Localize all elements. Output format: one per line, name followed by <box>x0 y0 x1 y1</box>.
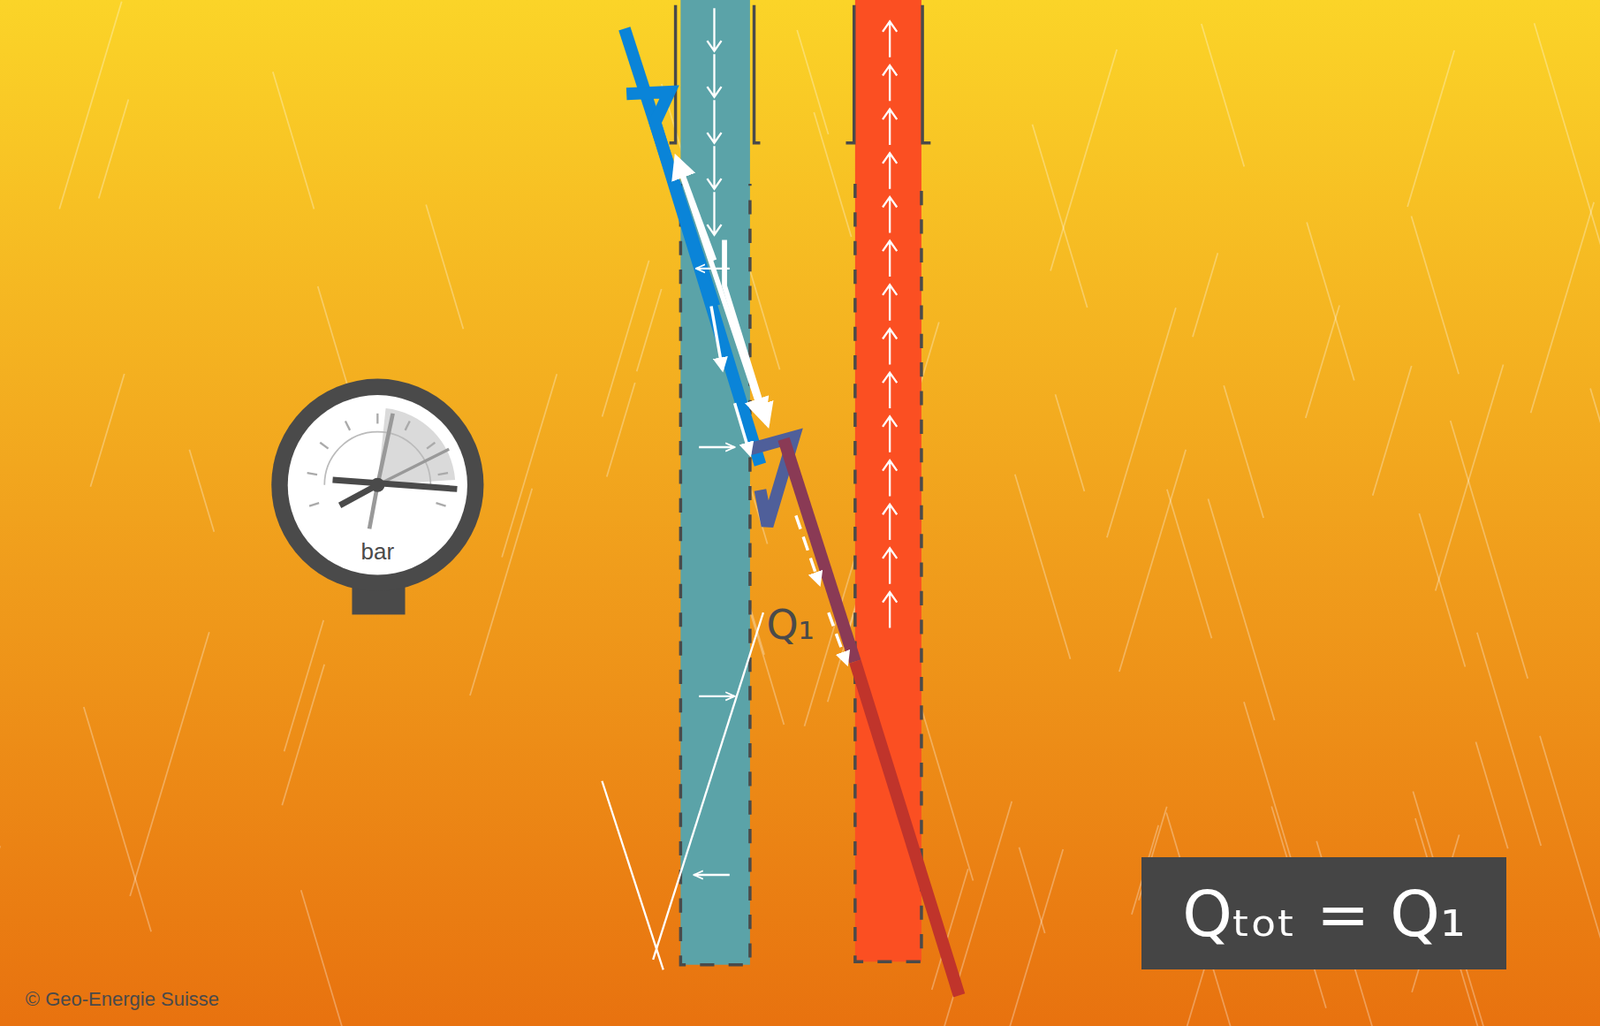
flow-arrow <box>706 145 721 190</box>
gauge-tick <box>309 502 319 506</box>
gauge-tick <box>319 442 328 449</box>
texture-line <box>301 889 361 1026</box>
production-casing <box>845 5 931 962</box>
texture-line <box>1435 363 1504 591</box>
flow-arrow <box>882 504 897 540</box>
texture-line <box>470 488 532 696</box>
gauge-tick <box>426 442 435 449</box>
flow-arrow <box>882 152 897 189</box>
texture-line <box>1018 847 1045 933</box>
gauge-tick <box>376 413 379 425</box>
flow-arrow <box>882 65 897 101</box>
texture-line <box>1167 489 1213 639</box>
texture-line <box>83 706 152 932</box>
texture-line <box>796 30 828 135</box>
texture-line <box>1119 449 1186 672</box>
texture-line <box>1007 849 1063 1026</box>
gauge-tick <box>438 472 448 475</box>
flow-arrow <box>882 284 897 320</box>
texture-line <box>636 288 662 372</box>
texture-line <box>1534 22 1600 260</box>
node-text: bar <box>361 539 395 563</box>
texture-line <box>606 382 636 478</box>
flow-arrow <box>882 328 897 364</box>
gauge-tick <box>345 421 350 431</box>
texture-line <box>189 449 214 532</box>
texture-line <box>1192 252 1218 337</box>
texture-line <box>425 204 463 330</box>
texture-line <box>1410 215 1459 374</box>
gauge-tick <box>436 502 447 506</box>
flow-arrow <box>882 591 897 628</box>
texture-line <box>90 373 124 487</box>
texture-line <box>1050 49 1117 271</box>
node-text: Qₜₒₜ = Q₁ <box>1182 881 1466 946</box>
pressure-gauge <box>271 379 484 615</box>
outflow-arrows <box>693 268 735 875</box>
gauge-tick <box>405 421 410 431</box>
texture-line <box>1539 735 1600 953</box>
texture-line <box>98 99 129 199</box>
texture-line <box>0 845 1 986</box>
texture-line <box>1054 394 1085 492</box>
texture-line <box>1207 498 1274 721</box>
flow-arrow <box>706 53 721 98</box>
texture-line <box>1590 387 1600 607</box>
texture-line <box>1450 420 1529 679</box>
flow-arrow <box>882 197 897 233</box>
pressure-arrows <box>676 158 848 664</box>
flow-arrow <box>706 99 721 144</box>
flow-arrow <box>882 241 897 277</box>
texture-line <box>59 1 122 210</box>
texture-line <box>272 71 315 209</box>
texture-line <box>1407 50 1455 207</box>
flow-arrow <box>882 547 897 584</box>
flow-arrows <box>706 7 897 628</box>
texture-line <box>1223 385 1264 518</box>
texture-line <box>501 373 557 557</box>
flow-arrow <box>882 21 897 57</box>
texture-line <box>1201 23 1244 167</box>
texture-line <box>1477 632 1541 846</box>
injection-well <box>680 0 751 965</box>
texture-line <box>284 620 325 752</box>
flow-arrow <box>882 416 897 452</box>
texture-line <box>813 112 851 237</box>
texture-line <box>1418 513 1465 668</box>
copyright-note: © Geo-Energie Suisse <box>25 989 220 1009</box>
texture-line <box>1031 124 1087 308</box>
gauge-tick <box>307 472 318 475</box>
flow-arrow <box>882 372 897 409</box>
texture-line <box>1531 202 1595 414</box>
flow-arrow <box>706 7 721 52</box>
flow-arrow <box>882 109 897 145</box>
formula-box: Qₜₒₜ = Q₁ <box>1141 856 1506 970</box>
texture-line <box>1015 474 1071 660</box>
texture-line <box>931 801 1012 1026</box>
texture-line <box>602 260 650 418</box>
texture-line <box>1243 701 1296 873</box>
flow-label: Q₁ <box>765 604 815 645</box>
flow-arrow <box>882 460 897 496</box>
production-well <box>855 0 922 962</box>
injection-casing <box>669 5 761 965</box>
stimulated-fracture <box>601 28 959 995</box>
flow-arrow <box>706 191 721 236</box>
texture-line <box>1372 365 1412 496</box>
gauge-dial: bar <box>337 532 418 570</box>
texture-line <box>1475 741 1508 849</box>
texture-line <box>1107 307 1176 538</box>
texture-line <box>1305 304 1340 418</box>
texture-line <box>129 631 210 896</box>
texture-line <box>1306 222 1355 381</box>
